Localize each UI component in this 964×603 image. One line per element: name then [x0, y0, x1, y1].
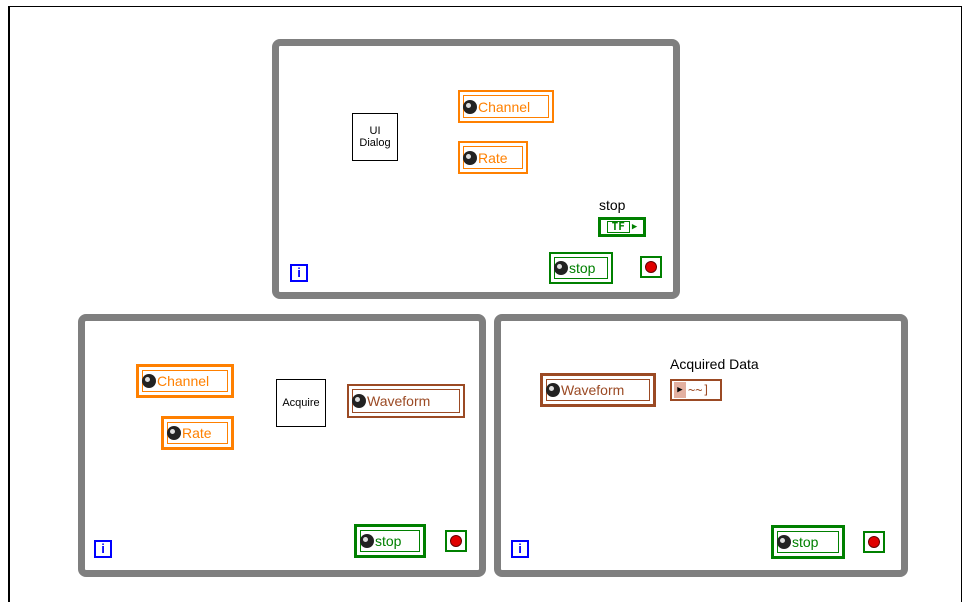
global-channel-top[interactable]: Channel: [458, 90, 554, 123]
acquired-data-label: Acquired Data: [670, 356, 759, 372]
globe-icon: [546, 383, 560, 397]
subvi-ui-dialog[interactable]: UI Dialog: [352, 113, 398, 161]
global-rate-bl[interactable]: Rate: [161, 416, 234, 450]
globe-icon: [777, 535, 791, 549]
triangle-icon: ▶: [631, 222, 638, 232]
acquired-data-waveform-indicator[interactable]: ▶ ~~]: [670, 379, 722, 401]
while-loop-bottom-right[interactable]: [494, 314, 908, 577]
iteration-terminal-top: i: [290, 264, 308, 282]
globe-icon: [142, 374, 156, 388]
subvi-acquire[interactable]: Acquire: [276, 379, 326, 427]
stop-condition-bl[interactable]: [445, 530, 467, 552]
global-channel-bl[interactable]: Channel: [136, 364, 234, 398]
global-stop-br[interactable]: stop: [771, 525, 845, 559]
globe-icon: [352, 394, 366, 408]
stop-indicator-label: stop: [599, 197, 626, 213]
diagram-frame: [8, 6, 962, 602]
globe-icon: [463, 150, 477, 165]
globe-icon: [167, 426, 181, 440]
global-waveform-bl[interactable]: Waveform: [347, 384, 465, 418]
stop-condition-br[interactable]: [863, 531, 885, 553]
iteration-terminal-bottom-left: i: [94, 540, 112, 558]
global-waveform-br[interactable]: Waveform: [540, 373, 656, 407]
globe-icon: [463, 99, 477, 114]
global-stop-bl[interactable]: stop: [354, 524, 426, 558]
globe-icon: [554, 261, 568, 275]
globe-icon: [360, 534, 374, 548]
stop-condition-top[interactable]: [640, 256, 662, 278]
global-rate-top[interactable]: Rate: [458, 141, 528, 174]
terminal-arrow-icon: ▶: [674, 382, 686, 398]
iteration-terminal-bottom-right: i: [511, 540, 529, 558]
stop-boolean-indicator[interactable]: TF ▶: [598, 217, 646, 237]
global-stop-top[interactable]: stop: [549, 252, 613, 284]
